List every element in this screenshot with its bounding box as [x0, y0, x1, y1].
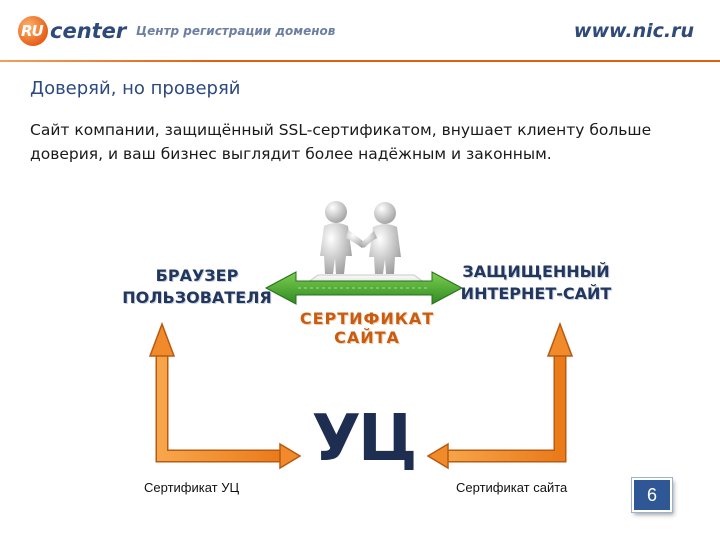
browser-label-line1: БРАУЗЕР — [155, 266, 239, 285]
header: RU center Центр регистрации доменов www.… — [0, 0, 720, 62]
secure-site-label-line2: ИНТЕРНЕТ-САЙТ — [460, 284, 612, 303]
browser-label-line2: ПОЛЬЗОВАТЕЛЯ — [122, 288, 272, 307]
secure-site-label-line1: ЗАЩИЩЕННЫЙ — [462, 262, 610, 281]
browser-label: БРАУЗЕР ПОЛЬЗОВАТЕЛЯ — [112, 265, 282, 309]
site-certificate-caption: Сертификат сайта — [456, 480, 568, 495]
ca-certificate-caption: Сертификат УЦ — [144, 480, 240, 495]
site-certificate-label: СЕРТИФИКАТ САЙТА — [299, 309, 435, 347]
left-elbow-arrow — [148, 321, 302, 470]
double-arrow-icon — [264, 271, 464, 305]
ru-center-logo[interactable]: RU center — [18, 14, 126, 48]
logo-center-text: center — [50, 19, 127, 43]
ca-label: УЦ — [311, 402, 418, 476]
page-number: 6 — [632, 478, 672, 512]
secure-site-label: ЗАЩИЩЕННЫЙ ИНТЕРНЕТ-САЙТ — [448, 261, 624, 305]
logo-ru-text: RU — [21, 22, 44, 40]
right-elbow-arrow — [426, 321, 574, 470]
handshake-figures-icon — [302, 201, 430, 286]
tagline: Центр регистрации доменов — [136, 24, 336, 38]
slide-title: Доверяй, но проверяй — [30, 78, 241, 99]
slide-intro-text: Сайт компании, защищённый SSL-сертификат… — [30, 121, 652, 163]
site-url[interactable]: www.nic.ru — [573, 20, 694, 42]
header-divider — [0, 60, 720, 62]
logo-globe-icon — [18, 16, 48, 46]
